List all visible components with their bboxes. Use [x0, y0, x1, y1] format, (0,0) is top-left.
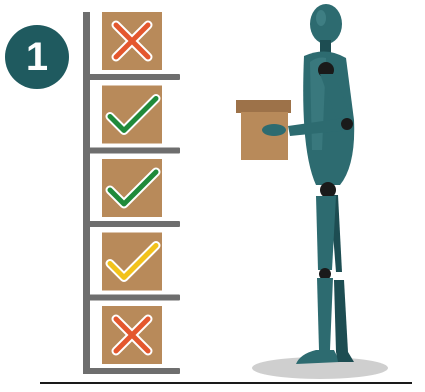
head [310, 4, 342, 44]
shelf-row [83, 233, 180, 301]
hand [262, 124, 286, 136]
elbow-joint [341, 118, 353, 130]
shelf-board [83, 74, 180, 80]
thigh [316, 196, 336, 270]
shelf-board [83, 148, 180, 154]
shelf-post [83, 12, 90, 374]
shelf-row [83, 159, 180, 227]
shelf-rack [83, 12, 90, 374]
hip-joint [320, 182, 336, 198]
shelf-row [83, 12, 180, 80]
shelf-row [83, 86, 180, 154]
shin [317, 278, 333, 350]
back-foot [336, 352, 354, 362]
foot [296, 350, 340, 364]
shelf-board [83, 221, 180, 227]
shelf-board [83, 368, 180, 374]
back-shin [334, 280, 348, 352]
shelf-row [83, 306, 180, 374]
mannequin-figure [262, 4, 354, 364]
shelf-boxes [83, 12, 180, 374]
shelf-board [83, 295, 180, 301]
